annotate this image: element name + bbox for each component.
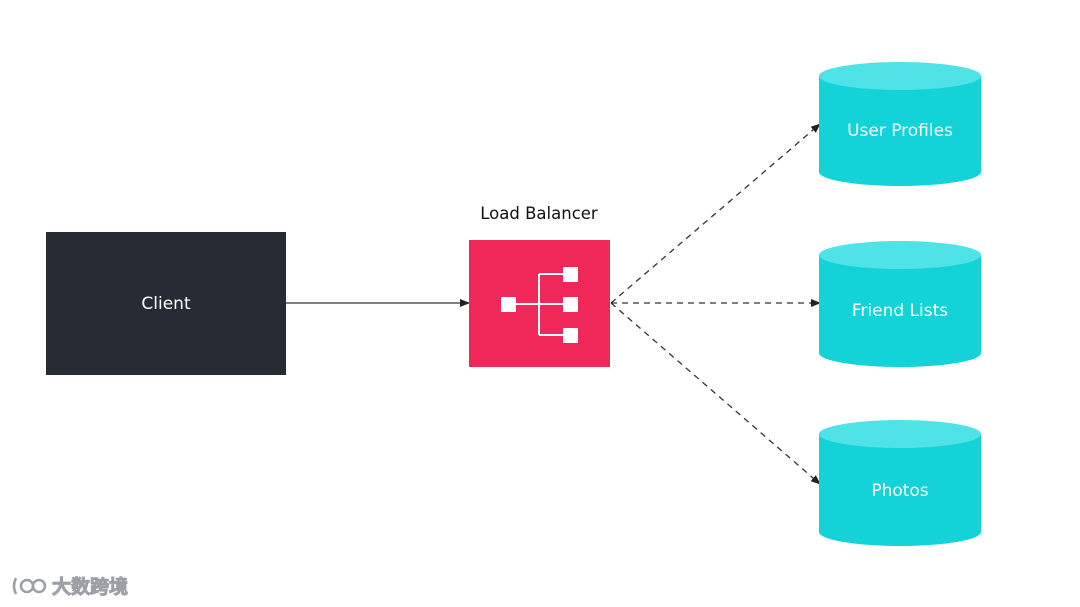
watermark: 大数跨境 (10, 572, 128, 599)
brand-logo-icon (12, 576, 47, 595)
load-balancer-node[interactable] (469, 240, 610, 367)
client-node[interactable]: Client (46, 232, 286, 375)
database-label-photos: Photos (871, 481, 929, 501)
lb-to-user-profiles-arrow (610, 123, 821, 304)
database-user-profiles[interactable] (819, 62, 981, 186)
database-label-user-profiles: User Profiles (847, 121, 953, 141)
load-balancer-tree-icon (501, 267, 578, 343)
watermark-text: 大数跨境 (52, 576, 129, 599)
database-friend-lists[interactable] (819, 241, 981, 367)
client-label: Client (141, 293, 191, 314)
lb-to-photos-arrow (610, 302, 821, 485)
database-label-friend-lists: Friend Lists (851, 301, 949, 321)
database-photos[interactable] (819, 420, 981, 546)
load-balancer-title: Load Balancer (480, 204, 598, 223)
